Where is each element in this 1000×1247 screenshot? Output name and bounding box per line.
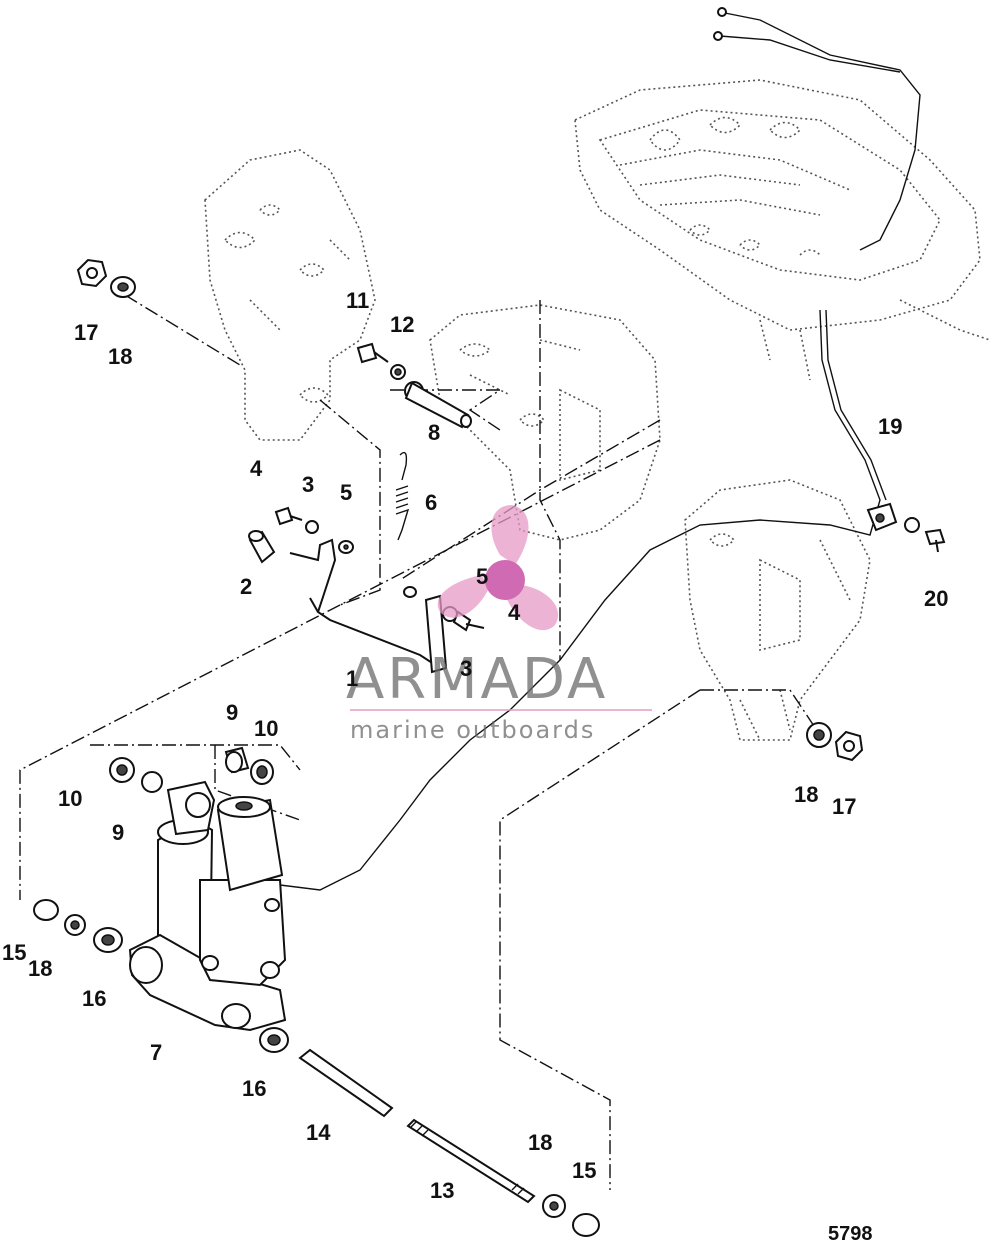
callout-1: 1 [346,666,358,691]
watermark-brand: ARMADA [346,647,608,712]
callout-12: 12 [390,312,414,337]
wiring-harness [279,7,921,891]
hardware-parts [33,258,946,1237]
callout-10-left: 10 [58,786,82,811]
callout-5-second: 5 [476,564,488,589]
callout-8: 8 [428,420,440,445]
callout-18: 18 [108,344,132,369]
right-bracket-outline [684,479,871,741]
callout-9-left: 9 [112,820,124,845]
callout-18-bottom: 18 [528,1130,552,1155]
callout-11: 11 [346,288,369,313]
callout-18-right: 18 [794,782,818,807]
callout-7: 7 [150,1040,162,1065]
callout-5: 5 [340,480,352,505]
callout-14: 14 [306,1120,331,1145]
figure-number: 5798 [828,1223,873,1245]
callout-17: 17 [74,320,98,345]
callout-9: 9 [226,700,238,725]
callout-3: 3 [302,472,314,497]
armada-watermark: ARMADA marine outboards [346,505,652,744]
callout-15-left: 15 [2,940,26,965]
callout-18-left: 18 [28,956,52,981]
callout-4: 4 [250,456,263,481]
leader-lines [19,294,821,1190]
engine-block-outline [574,79,991,381]
callout-16-left: 16 [82,986,106,1011]
propeller-logo-icon [437,505,559,631]
callout-19: 19 [878,414,902,439]
watermark-tagline: marine outboards [350,716,595,744]
callout-20: 20 [924,586,948,611]
callout-15-bottom: 15 [572,1158,596,1183]
callout-3-second: 3 [460,656,472,681]
callout-2: 2 [240,574,252,599]
center-clamp-outline [429,304,661,541]
callout-13: 13 [430,1178,454,1203]
left-bracket-outline [204,149,376,441]
trim-pump-assembly [128,780,287,1032]
callout-10: 10 [254,716,278,741]
callout-6: 6 [425,490,437,515]
callout-17-right: 17 [832,794,856,819]
callout-16-bottom: 16 [242,1076,266,1101]
callout-labels: 17 18 11 12 8 4 3 5 6 2 5 4 3 1 19 20 9 … [2,288,948,1245]
callout-4-second: 4 [508,600,521,625]
